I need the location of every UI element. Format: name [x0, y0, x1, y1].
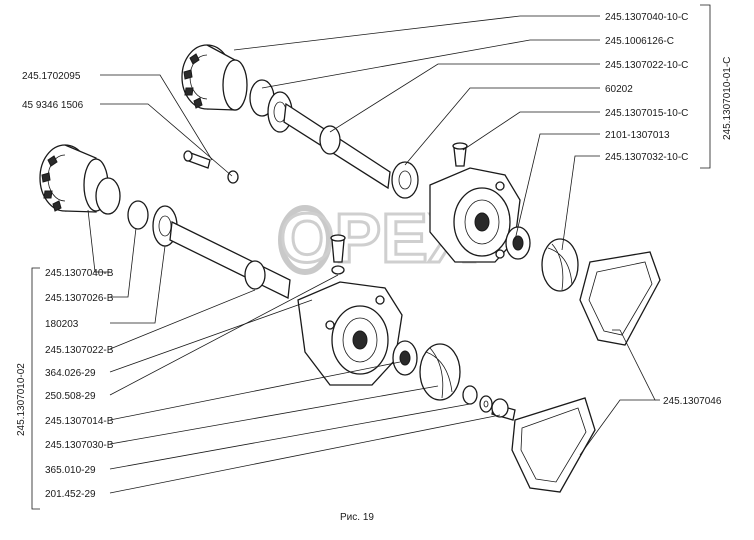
label-245-1307040-b: 245.1307040-В: [45, 268, 114, 279]
lower-seal-and-impeller: [392, 340, 461, 401]
upper-housing: [429, 167, 521, 263]
label-245-1307022-b: 245.1307022-В: [45, 345, 114, 356]
label-245-1006126-c: 245.1006126-С: [605, 36, 674, 47]
lower-washers-and-bolt: [462, 385, 516, 421]
label-2101-1307013: 2101-1307013: [605, 130, 670, 141]
label-250-508-29: 250.508-29: [45, 391, 96, 402]
label-245-1307022-10-c: 245.1307022-10-С: [605, 60, 688, 71]
label-245-1307040-10-c: 245.1307040-10-С: [605, 12, 688, 23]
label-60202: 60202: [605, 84, 633, 95]
upper-seal-and-impeller: [505, 226, 579, 292]
group-label-lower: 245.1307010-02: [16, 363, 27, 436]
lower-grease-fitting: [330, 234, 346, 275]
upper-grease-fitting: [452, 142, 468, 167]
upper-shaft-and-bearings: [249, 79, 419, 199]
label-245-1307032-10-c: 245.1307032-10-С: [605, 152, 688, 163]
upper-gasket: [579, 251, 661, 346]
upper-pulley: [181, 44, 248, 111]
lower-gasket: [511, 397, 596, 493]
label-201-452-29: 201.452-29: [45, 489, 96, 500]
label-245-1307030-b: 245.1307030-В: [45, 440, 114, 451]
label-245-1307046: 245.1307046: [663, 396, 722, 407]
label-245-1702095: 245.1702095: [22, 71, 81, 82]
label-45-9346-1506: 45 9346 1506: [22, 100, 84, 111]
label-245-1307026-b: 245.1307026-В: [45, 293, 114, 304]
leader-lines: [31, 4, 711, 510]
lower-shaft-and-bearings: [95, 177, 291, 299]
label-180203: 180203: [45, 319, 79, 330]
label-245-1307015-10-c: 245.1307015-10-С: [605, 108, 688, 119]
bolt-and-washer: [183, 150, 239, 184]
label-245-1307014-b: 245.1307014-В: [45, 416, 114, 427]
figure-caption: Рис. 19: [340, 512, 374, 523]
label-364-026-29: 364.026-29: [45, 368, 96, 379]
label-365-010-29: 365.010-29: [45, 465, 96, 476]
lower-housing: [297, 281, 403, 386]
group-label-upper: 245.1307010-01-С: [722, 57, 733, 140]
